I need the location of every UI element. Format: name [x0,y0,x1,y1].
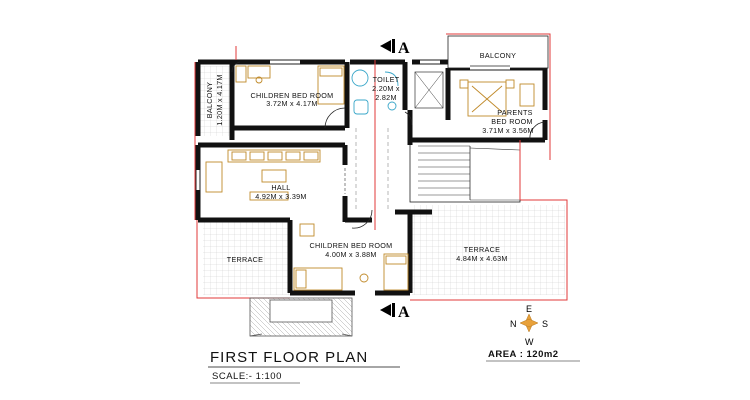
svg-text:A: A [398,40,410,57]
children-bed-2-size: 4.00M x 3.88M [325,250,376,259]
compass-west: W [525,337,534,347]
toilet-name: TOILET [373,75,400,84]
terrace-left-name: TERRACE [227,255,263,264]
compass-north: N [510,319,517,329]
furniture [205,65,535,291]
door-swings [231,61,546,229]
plan-scale: SCALE:- 1:100 [212,371,282,382]
compass-south: S [542,319,548,329]
toilet-size-2: 2.82M [375,93,396,102]
parents-bed-name2: BED ROOM [491,117,533,126]
porch-roof [249,297,353,337]
red-guide-lines [194,46,551,230]
children-bed-2-name: CHILDREN BED ROOM [310,241,393,250]
balcony-left-size: 1.20M x 4.17M [215,74,224,125]
section-marker-top: A [380,39,410,57]
toilet-fixtures [351,69,399,115]
balcony-top-name: BALCONY [480,51,516,60]
compass-east: E [526,304,532,314]
compass-rose: E N S W [510,304,548,347]
children-bed-1-size: 3.72M x 4.17M [266,99,317,108]
balcony-left-floor [200,66,232,136]
terrace-right-floor [410,199,568,301]
parents-bed-size: 3.71M x 3.56M [482,126,533,135]
wardrobe [414,71,444,109]
windows [195,59,510,190]
balcony-top-frame [446,33,551,69]
balcony-left-name: BALCONY [205,82,214,118]
plan-title: FIRST FLOOR PLAN [210,349,368,366]
terrace-right-size: 4.84M x 4.63M [456,254,507,263]
hall-size: 4.92M x 3.39M [255,192,306,201]
hall-name: HALL [271,183,290,192]
children-bed-1-name: CHILDREN BED ROOM [251,91,334,100]
toilet-size-1: 2.20M x [372,84,400,93]
staircase [409,139,521,203]
svg-text:A: A [398,304,410,321]
terrace-right-name: TERRACE [464,245,500,254]
parents-bed-name: PARENTS [497,108,533,117]
section-marker-bottom: A [380,303,410,321]
corridor [344,128,389,212]
terrace-left-floor [196,215,291,299]
plan-area: AREA : 120m2 [488,349,559,360]
